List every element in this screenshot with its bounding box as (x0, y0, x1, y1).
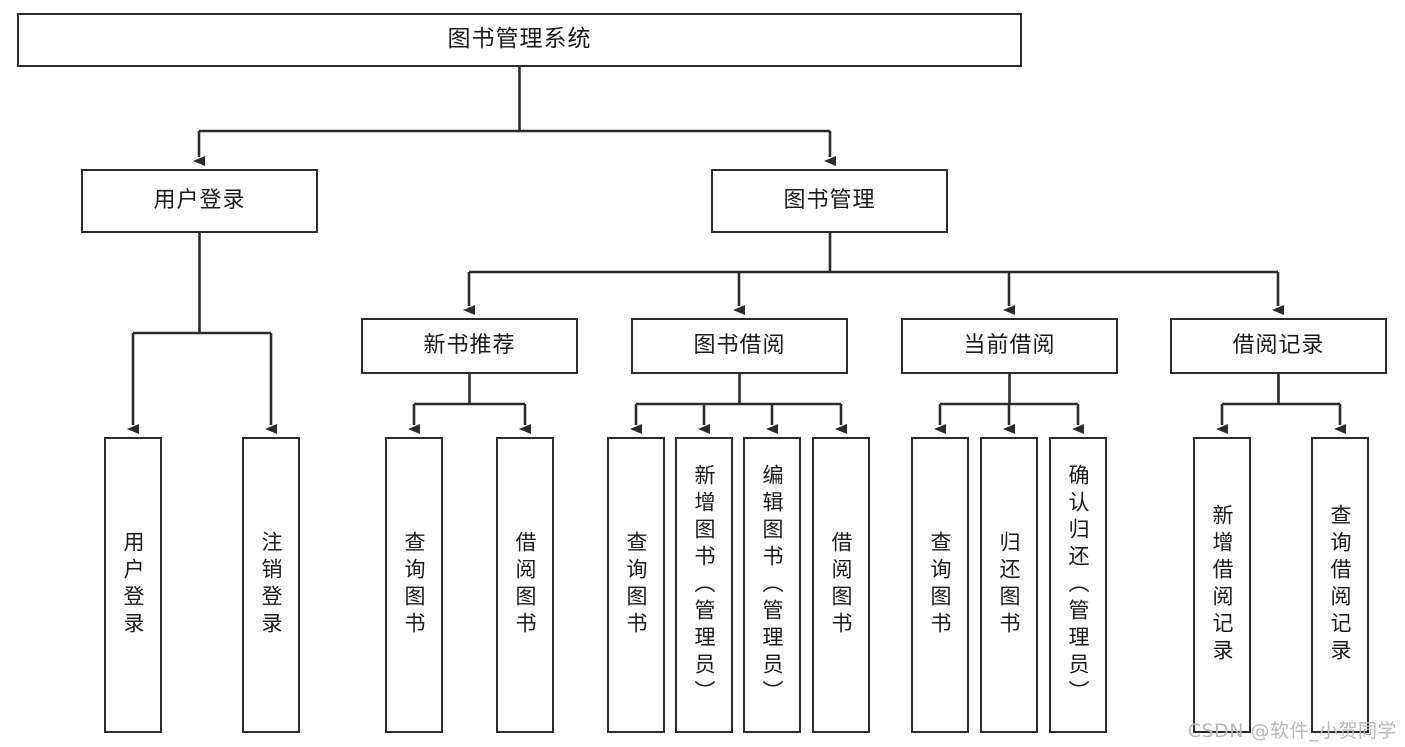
node-new-book-recommend-label: 新书推荐 (423, 332, 516, 358)
node-leaf-return-book-label: 归还图书 (997, 531, 1022, 639)
node-leaf-add-book[interactable]: 新增图书（管理员） (675, 437, 733, 733)
node-leaf-borrow-book-2-label: 借阅图书 (829, 531, 854, 639)
node-user-login[interactable]: 用户登录 (81, 169, 318, 233)
node-leaf-query-book-2-label: 查询图书 (624, 531, 649, 639)
node-leaf-edit-book[interactable]: 编辑图书（管理员） (743, 437, 801, 733)
node-leaf-return-book[interactable]: 归还图书 (980, 437, 1038, 733)
node-leaf-confirm-return[interactable]: 确认归还（管理员） (1049, 437, 1107, 733)
node-leaf-query-book-3-label: 查询图书 (928, 531, 953, 639)
node-new-book-recommend[interactable]: 新书推荐 (361, 318, 578, 374)
node-book-borrow[interactable]: 图书借阅 (631, 318, 848, 374)
node-leaf-query-record[interactable]: 查询借阅记录 (1311, 437, 1369, 733)
node-current-borrow-label: 当前借阅 (963, 332, 1056, 358)
node-leaf-user-login-label: 用户登录 (121, 531, 146, 639)
node-leaf-borrow-book-2[interactable]: 借阅图书 (812, 437, 870, 733)
node-current-borrow[interactable]: 当前借阅 (901, 318, 1118, 374)
node-leaf-confirm-return-label: 确认归还（管理员） (1066, 463, 1091, 707)
node-borrow-record[interactable]: 借阅记录 (1170, 318, 1387, 374)
node-book-manage-label: 图书管理 (783, 187, 876, 213)
node-leaf-add-book-label: 新增图书（管理员） (692, 463, 717, 707)
node-leaf-borrow-book-1-label: 借阅图书 (513, 531, 538, 639)
node-leaf-user-login[interactable]: 用户登录 (104, 437, 162, 733)
node-leaf-logout-login-label: 注销登录 (259, 531, 284, 639)
node-book-manage[interactable]: 图书管理 (711, 169, 948, 233)
node-root-label: 图书管理系统 (447, 26, 592, 53)
node-leaf-borrow-book-1[interactable]: 借阅图书 (496, 437, 554, 733)
node-leaf-edit-book-label: 编辑图书（管理员） (760, 463, 785, 707)
node-leaf-query-record-label: 查询借阅记录 (1328, 504, 1353, 666)
node-leaf-query-book-1-label: 查询图书 (402, 531, 427, 639)
node-leaf-query-book-2[interactable]: 查询图书 (607, 437, 665, 733)
node-book-borrow-label: 图书借阅 (693, 332, 786, 358)
node-leaf-query-book-1[interactable]: 查询图书 (385, 437, 443, 733)
node-leaf-add-record-label: 新增借阅记录 (1210, 504, 1235, 666)
node-leaf-query-book-3[interactable]: 查询图书 (911, 437, 969, 733)
node-leaf-add-record[interactable]: 新增借阅记录 (1193, 437, 1251, 733)
node-user-login-label: 用户登录 (153, 187, 246, 213)
node-leaf-logout-login[interactable]: 注销登录 (242, 437, 300, 733)
csdn-watermark: CSDN @软件_小贺同学 (1187, 720, 1397, 742)
node-root-book-management-system[interactable]: 图书管理系统 (17, 13, 1022, 67)
node-borrow-record-label: 借阅记录 (1232, 332, 1325, 358)
